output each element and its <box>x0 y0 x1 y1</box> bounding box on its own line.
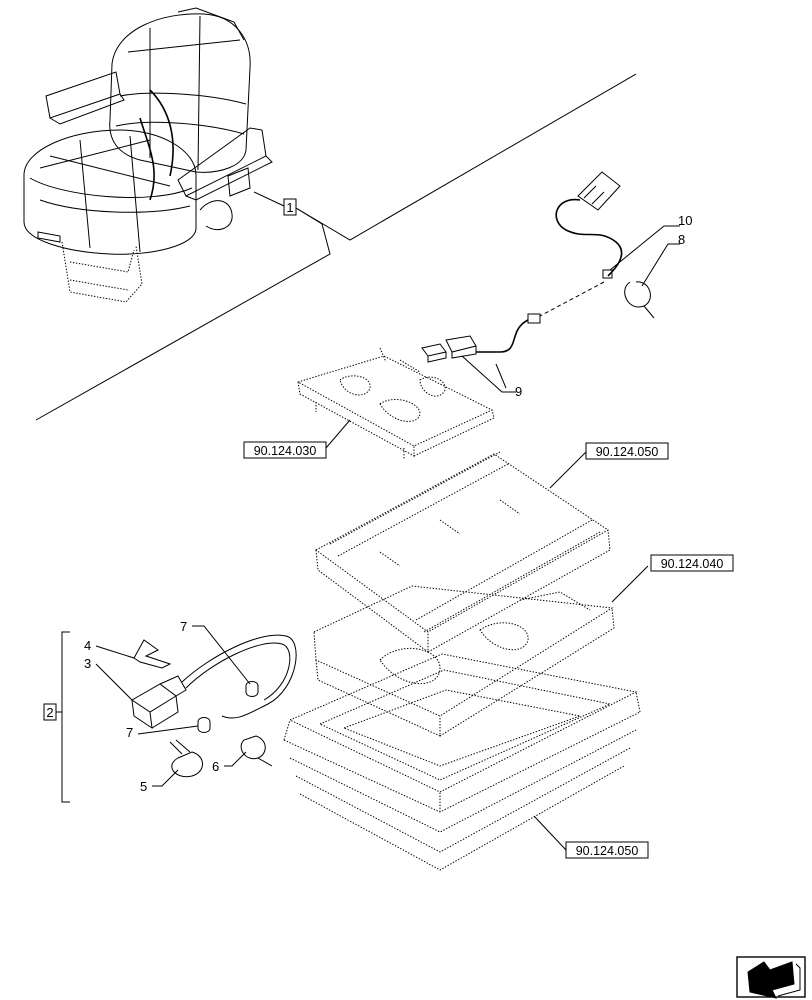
svg-text:7: 7 <box>126 725 133 740</box>
callout-1: 1 <box>283 198 297 216</box>
ref-90-124-040[interactable]: 90.124.040 <box>611 554 734 603</box>
svg-text:3: 3 <box>84 656 91 671</box>
svg-text:1: 1 <box>286 200 293 215</box>
svg-text:90.124.050: 90.124.050 <box>576 844 639 858</box>
suspension-frame-illustration <box>313 585 615 737</box>
callout-5: 5 <box>140 769 179 794</box>
kit-bracket <box>56 631 70 803</box>
next-page-arrow-icon[interactable] <box>736 956 806 999</box>
wiring-harness <box>421 171 655 363</box>
callout-7-lower: 7 <box>126 725 199 740</box>
svg-text:5: 5 <box>140 779 147 794</box>
callout-9: 9 <box>461 355 522 399</box>
callout-10: 10 <box>609 213 692 271</box>
seat-assembly-illustration <box>23 7 273 303</box>
kit-parts-illustration <box>131 634 297 778</box>
svg-text:90.124.050: 90.124.050 <box>596 445 659 459</box>
svg-text:90.124.030: 90.124.030 <box>254 444 317 458</box>
svg-text:7: 7 <box>180 619 187 634</box>
svg-text:90.124.040: 90.124.040 <box>661 557 724 571</box>
svg-text:9: 9 <box>515 384 522 399</box>
svg-text:4: 4 <box>84 638 91 653</box>
svg-text:6: 6 <box>212 759 219 774</box>
callout-3: 3 <box>84 656 133 701</box>
callout-7-upper: 7 <box>180 619 251 685</box>
section-line <box>35 73 637 421</box>
callout-8: 8 <box>641 232 685 287</box>
callout-4: 4 <box>84 638 135 659</box>
ref-90-124-030[interactable]: 90.124.030 <box>243 419 351 459</box>
bellows-illustration <box>283 653 641 871</box>
svg-text:2: 2 <box>46 705 53 720</box>
slide-rails-illustration <box>315 451 611 653</box>
seat-plate-illustration <box>296 347 495 460</box>
svg-text:8: 8 <box>678 232 685 247</box>
svg-text:10: 10 <box>678 213 692 228</box>
ref-90-124-050-top[interactable]: 90.124.050 <box>549 442 669 489</box>
callout-6: 6 <box>212 751 247 774</box>
callout-2: 2 <box>43 703 57 721</box>
ref-90-124-050-bottom[interactable]: 90.124.050 <box>533 815 649 859</box>
